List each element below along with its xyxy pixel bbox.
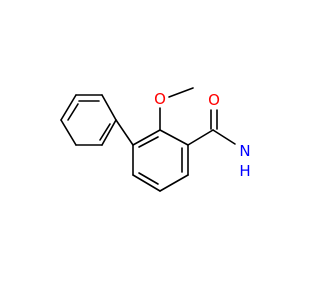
biaryl-bond bbox=[115, 119, 134, 146]
bond bbox=[132, 174, 161, 192]
bond bbox=[168, 87, 194, 98]
bond bbox=[67, 103, 79, 121]
bond bbox=[138, 136, 159, 148]
bond bbox=[187, 129, 214, 146]
bond bbox=[101, 119, 117, 146]
bond bbox=[159, 129, 189, 146]
bond bbox=[138, 172, 159, 185]
phenyl-ring bbox=[60, 94, 117, 146]
amide-nitrogen-label: N bbox=[239, 142, 250, 160]
bond bbox=[99, 123, 111, 141]
structure-canvas: O O N H bbox=[60, 87, 251, 192]
bond bbox=[101, 94, 117, 121]
bond bbox=[212, 129, 236, 145]
bond bbox=[60, 94, 77, 121]
carbonyl-oxygen-label: O bbox=[208, 91, 220, 109]
central-ring bbox=[132, 129, 189, 192]
amide-hydrogen-label: H bbox=[239, 162, 250, 180]
molecule-drawing: O O N H bbox=[60, 87, 251, 192]
bond bbox=[132, 129, 161, 146]
bond bbox=[159, 174, 189, 192]
bond bbox=[60, 119, 77, 146]
methoxy-oxygen-label: O bbox=[154, 90, 166, 108]
